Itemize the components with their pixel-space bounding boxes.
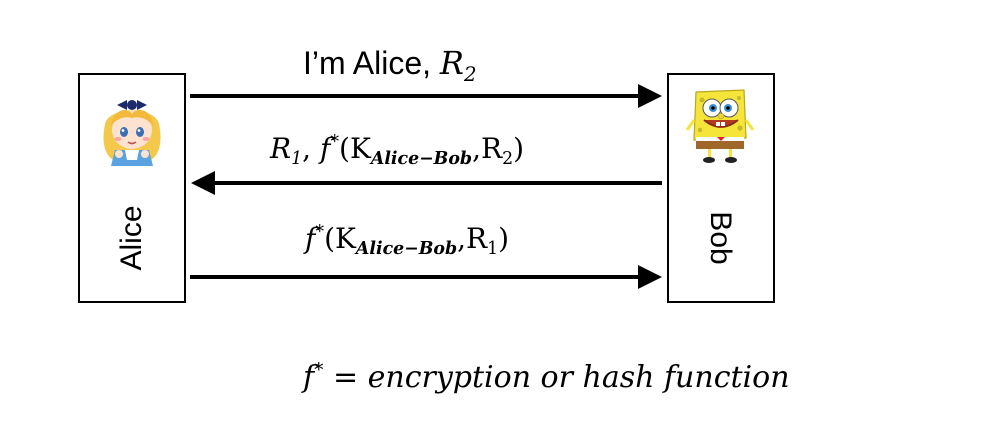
msg1-prefix: I’m Alice, (303, 45, 440, 81)
msg2-star: * (330, 132, 340, 153)
msg3-key-sub: Alice−Bob (355, 239, 458, 260)
msg3-f: f (305, 222, 316, 255)
message-3-label: f*(KAlice−Bob,R1) (305, 222, 509, 259)
footnote-f: f (303, 360, 315, 396)
msg2-r-sub: 1 (291, 149, 303, 170)
bob-label: Bob (704, 211, 737, 265)
msg2-comma: , (302, 132, 320, 165)
footnote-definition: f* = encryption or hash function (303, 360, 790, 395)
alice-label: Alice (115, 205, 148, 271)
msg2-r-var: R (270, 132, 292, 165)
msg2-f: f (319, 132, 331, 165)
msg3-mid: ,R (457, 222, 488, 255)
msg1-var-sub: 2 (464, 62, 477, 86)
arrow-msg3 (190, 265, 662, 289)
message-2-label: R1, f*(KAlice−Bob,R2) (270, 132, 524, 169)
message-1-label: I’m Alice, R2 (303, 44, 477, 86)
msg1-var: R (439, 44, 465, 82)
msg3-close: ) (498, 222, 510, 255)
msg2-mid: ,R (472, 132, 503, 165)
msg2-arg-sub: 2 (502, 149, 514, 170)
msg3-open: (K (324, 222, 356, 255)
msg3-star: * (315, 222, 325, 243)
spongebob-cartoon-icon (685, 89, 755, 163)
footnote-star: * (314, 360, 324, 381)
alice-cartoon-icon (103, 100, 161, 166)
msg2-open: (K (339, 132, 371, 165)
arrow-msg1 (190, 84, 662, 108)
msg2-key-sub: Alice−Bob (370, 149, 473, 170)
msg2-close: ) (513, 132, 525, 165)
msg3-arg-sub: 1 (487, 239, 499, 260)
footnote-text: = encryption or hash function (323, 360, 790, 396)
arrow-msg2 (191, 171, 662, 195)
